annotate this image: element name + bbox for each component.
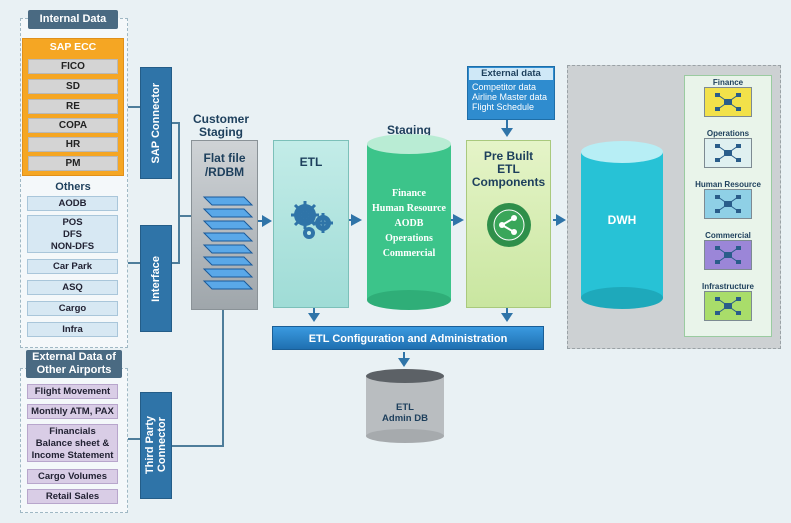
line-third-up [222,310,224,447]
staging-item-commercial: Commercial [382,248,436,259]
external-data-item-airline: Airline Master data [472,92,548,102]
admin-db-label: ETL Admin DB [382,402,428,424]
data-mart-finance: Finance [684,78,772,129]
sap-item-fico: FICO [28,59,118,74]
staging-item-aodb: AODB [394,218,424,229]
line-sap-in [128,106,140,108]
file-stack-icon [202,196,254,290]
ext-item-financials-line1: Financials [49,426,96,437]
network-icon [704,138,752,168]
line-interface-in [128,262,140,264]
line-sap-out [171,122,179,124]
staging-item-operations: Operations [385,233,433,244]
sap-connector: SAP Connector [140,67,172,179]
network-icon [704,291,752,321]
sap-item-hr: HR [28,137,118,152]
staging-item-hr: Human Resource [372,203,446,214]
staging-item-finance: Finance [392,188,426,199]
others-item-carpark: Car Park [27,259,118,274]
external-airports-header-line1: External Data of [32,351,116,363]
external-airports-header-line2: Other Airports [36,364,112,376]
others-item-dfs: DFS [63,229,82,240]
others-item-pos-group: POS DFS NON-DFS [27,215,118,253]
internal-data-header: Internal Data [28,10,118,29]
others-title: Others [55,181,91,193]
network-icon [704,189,752,219]
line-third-out [171,445,223,447]
data-mart-human-resource: Human Resource [684,180,772,231]
ext-item-retail-sales: Retail Sales [27,489,118,504]
dwh-label: DWH [607,213,637,227]
ext-item-financials-line2: Balance sheet & [35,438,110,449]
staging-cylinder [367,134,451,310]
network-icon [704,87,752,117]
line-to-flatfile [178,215,191,217]
others-item-cargo: Cargo [27,301,118,316]
data-mart-commercial: Commercial [684,231,772,282]
others-item-pos: POS [62,217,83,228]
line-interface-out [171,262,179,264]
ext-item-cargo-volumes: Cargo Volumes [27,469,118,484]
prebuilt-etl-label: Pre Built ETL Components [471,149,546,189]
prebuilt-etl-box: Pre Built ETL Components [466,140,551,308]
line-third-in [128,438,140,440]
interface-connector: Interface [140,225,172,332]
ext-item-monthly-atm: Monthly ATM, PAX [27,404,118,419]
others-item-nondfs: NON-DFS [50,241,95,252]
data-mart-operations: Operations [684,129,772,180]
flat-file-box: Flat file /RDBM [191,140,258,310]
data-mart-label: Commercial [705,231,751,240]
network-icon [704,240,752,270]
data-mart-label: Operations [706,129,750,138]
external-airports-header: External Data of Other Airports [26,350,122,378]
data-mart-label: Infrastructure [701,282,754,291]
staging-title: Staging [387,123,431,137]
external-data-item-competitor: Competitor data [472,82,537,92]
share-icon [487,203,531,247]
sap-item-re: RE [28,99,118,114]
others-item-asq: ASQ [27,280,118,295]
data-mart-infrastructure: Infrastructure [684,282,772,333]
line-vertical-join [178,122,180,264]
admin-db-cylinder [366,369,444,443]
sap-item-pm: PM [28,156,118,171]
data-mart-label: Human Resource [695,180,761,189]
ext-item-flight-movement: Flight Movement [27,384,118,399]
ext-item-financials-line3: Income Statement [31,450,114,461]
external-data-title: External data [469,68,553,80]
flat-file-label: Flat file /RDBM [203,151,246,179]
sap-item-sd: SD [28,79,118,94]
others-item-aodb: AODB [27,196,118,211]
staging-items: Finance Human Resource AODB Operations C… [366,186,452,261]
gears-icon [291,201,333,239]
customer-staging-title: Customer Staging [192,112,249,139]
etl-config-bar: ETL Configuration and Administration [272,326,544,350]
sap-ecc-title: SAP ECC [49,41,97,53]
etl-box: ETL [273,140,349,308]
external-data-item-flight: Flight Schedule [472,102,535,112]
ext-item-financials: Financials Balance sheet & Income Statem… [27,424,118,462]
external-data-box: External data Competitor data Airline Ma… [467,66,555,120]
sap-item-copa: COPA [28,118,118,133]
dwh-cylinder [581,141,663,309]
data-mart-label: Finance [712,78,744,87]
others-item-infra: Infra [27,322,118,337]
etl-label: ETL [299,155,323,169]
